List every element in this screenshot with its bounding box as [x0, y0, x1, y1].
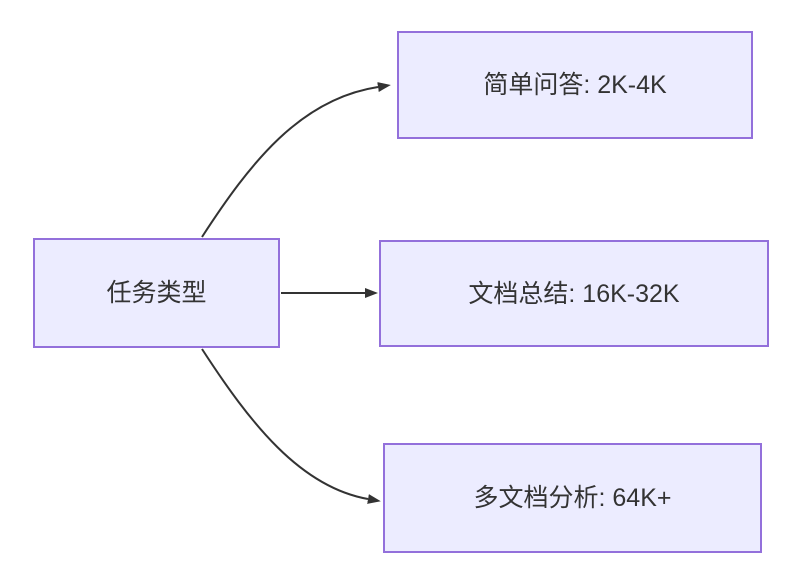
node-doc-summary: 文档总结: 16K-32K — [379, 240, 769, 347]
node-task-type-label: 任务类型 — [106, 279, 207, 307]
node-simple-qa: 简单问答: 2K-4K — [397, 31, 753, 139]
node-doc-summary-label: 文档总结: 16K-32K — [468, 279, 680, 308]
edge-root-to-multi-doc — [201, 348, 381, 504]
node-multi-doc: 多文档分析: 64K+ — [383, 443, 762, 553]
node-task-type: 任务类型 — [33, 238, 280, 348]
edge-root-to-simple-qa — [201, 82, 391, 238]
node-multi-doc-label: 多文档分析: 64K+ — [473, 484, 672, 512]
node-simple-qa-label: 简单问答: 2K-4K — [483, 71, 667, 99]
